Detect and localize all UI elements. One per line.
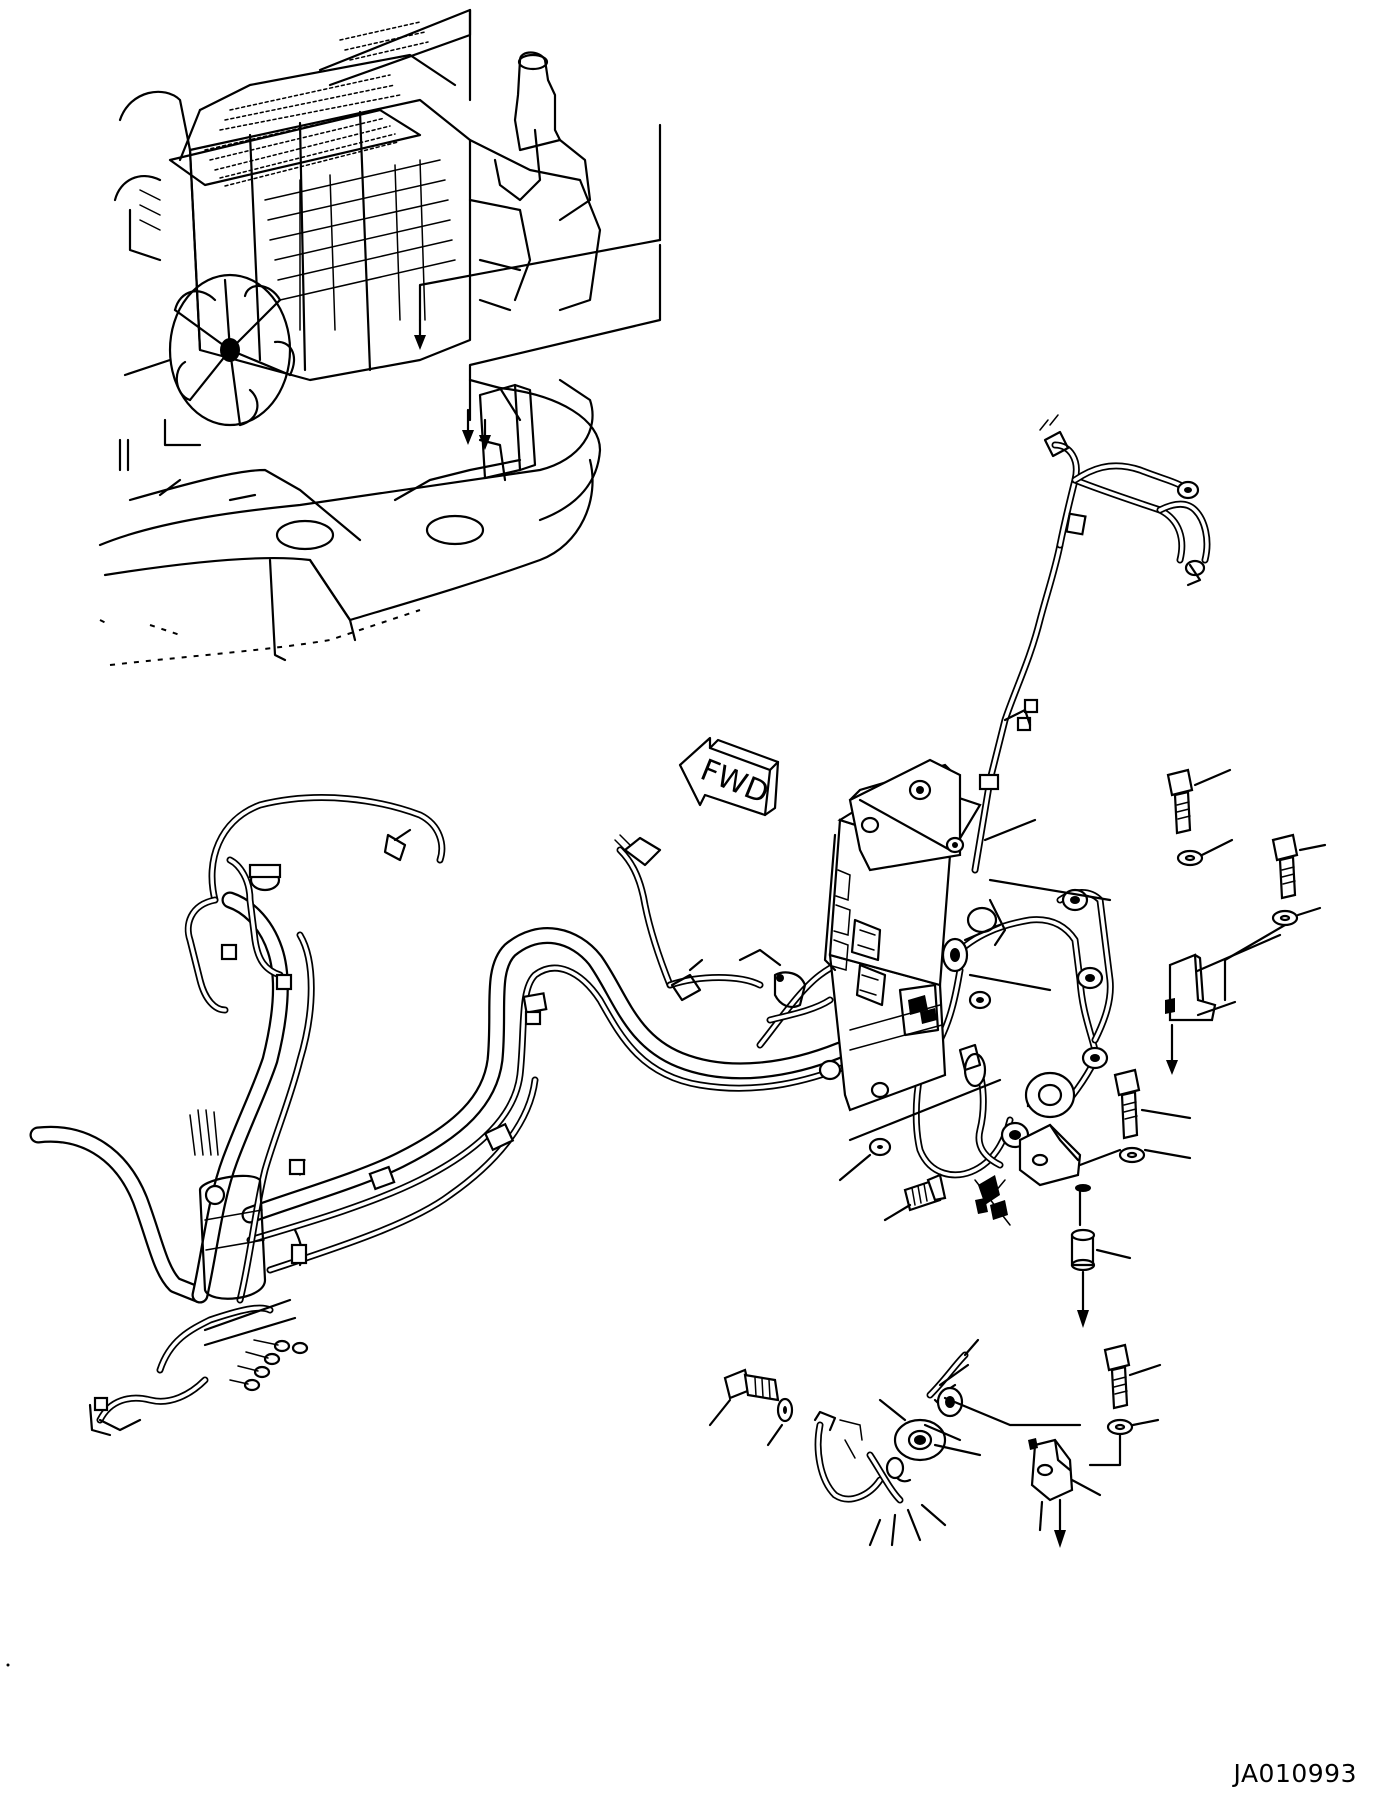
bracket [1028, 1438, 1074, 1502]
cover-perforation [204, 21, 429, 187]
bracket [1165, 953, 1217, 1022]
cooling-fan [168, 273, 296, 427]
fastener-cluster [974, 1175, 1011, 1226]
collar [1070, 1184, 1096, 1272]
bolt [903, 1173, 947, 1212]
hardware-right [848, 768, 1327, 1328]
bracket [1018, 1123, 1082, 1187]
hardware-center [838, 1137, 1011, 1226]
bolt [1113, 1068, 1141, 1140]
bolt [1166, 768, 1194, 835]
bolt [1271, 833, 1299, 900]
ring-terminals [229, 1339, 309, 1392]
bolt [1103, 1343, 1131, 1410]
controller-box [818, 758, 1112, 1112]
bolt [723, 1368, 780, 1402]
engine-assembly-inset [98, 8, 662, 666]
fwd-label: FWD [695, 753, 773, 812]
lower-detail-assembly [708, 1338, 1162, 1548]
wiring-harness [29, 414, 1211, 1437]
forward-direction-arrow: FWD [678, 736, 780, 817]
drawing-number: JA010993 [1233, 1759, 1357, 1788]
clamp [483, 1122, 515, 1152]
